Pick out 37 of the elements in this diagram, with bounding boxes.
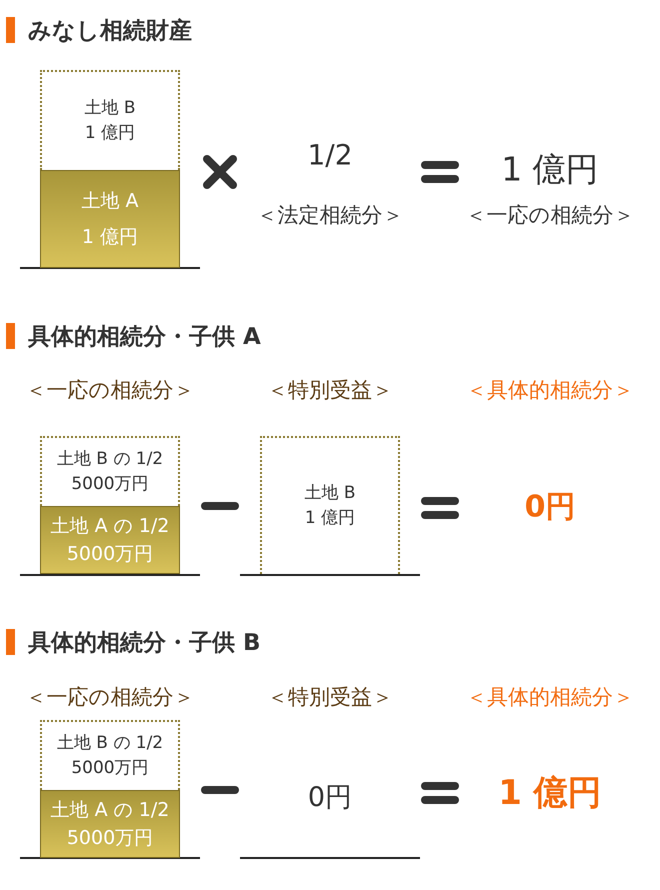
land-outline-box: [40, 720, 180, 790]
land-value-text: 土地 A の 1/2: [50, 514, 170, 538]
result-value: 0円: [524, 488, 576, 526]
bracket-label: ＜法定相続分＞: [256, 202, 404, 229]
bracket-label: ＜一応の相続分＞: [26, 377, 194, 404]
result-value: 1 億円: [498, 772, 602, 815]
land-value-text: 5000万円: [71, 757, 149, 780]
land-value-text: 1 億円: [304, 507, 356, 530]
land-value-text: 土地 B: [304, 482, 356, 504]
amount-value: 0円: [308, 781, 352, 815]
land-value-text: 土地 B の 1/2: [56, 732, 164, 754]
land-block: [40, 790, 180, 858]
land-outline-box: [40, 70, 180, 170]
land-value-text: 土地 B: [84, 96, 136, 120]
bracket-label: ＜具体的相続分＞: [466, 684, 634, 711]
bracket-label: ＜特別受益＞: [267, 377, 393, 404]
land-value-text: 1 億円: [84, 122, 136, 145]
land-value-text: 土地 B の 1/2: [56, 448, 164, 470]
section-heading: 具体的相続分・子供 B: [28, 629, 261, 658]
land-outline-box: [40, 436, 180, 506]
land-value-text: 土地 A の 1/2: [50, 798, 170, 822]
section-heading: 具体的相続分・子供 A: [28, 323, 261, 352]
bracket-label: ＜具体的相続分＞: [466, 377, 634, 404]
fraction: 1/2: [307, 138, 353, 172]
land-value-text: 1 億円: [82, 225, 138, 250]
land-block: [40, 170, 180, 268]
land-value-text: 5000万円: [71, 473, 149, 496]
land-value-text: 5000万円: [66, 542, 154, 567]
section-heading: みなし相続財産: [28, 17, 192, 46]
land-block: [40, 506, 180, 574]
result-value: 1 億円: [501, 148, 599, 190]
bracket-label: ＜一応の相続分＞: [466, 202, 634, 229]
land-outline-box: [260, 436, 400, 574]
bracket-label: ＜一応の相続分＞: [26, 684, 194, 711]
bracket-label: ＜特別受益＞: [267, 684, 393, 711]
land-value-text: 5000万円: [66, 826, 154, 851]
land-value-text: 土地 A: [81, 188, 139, 214]
